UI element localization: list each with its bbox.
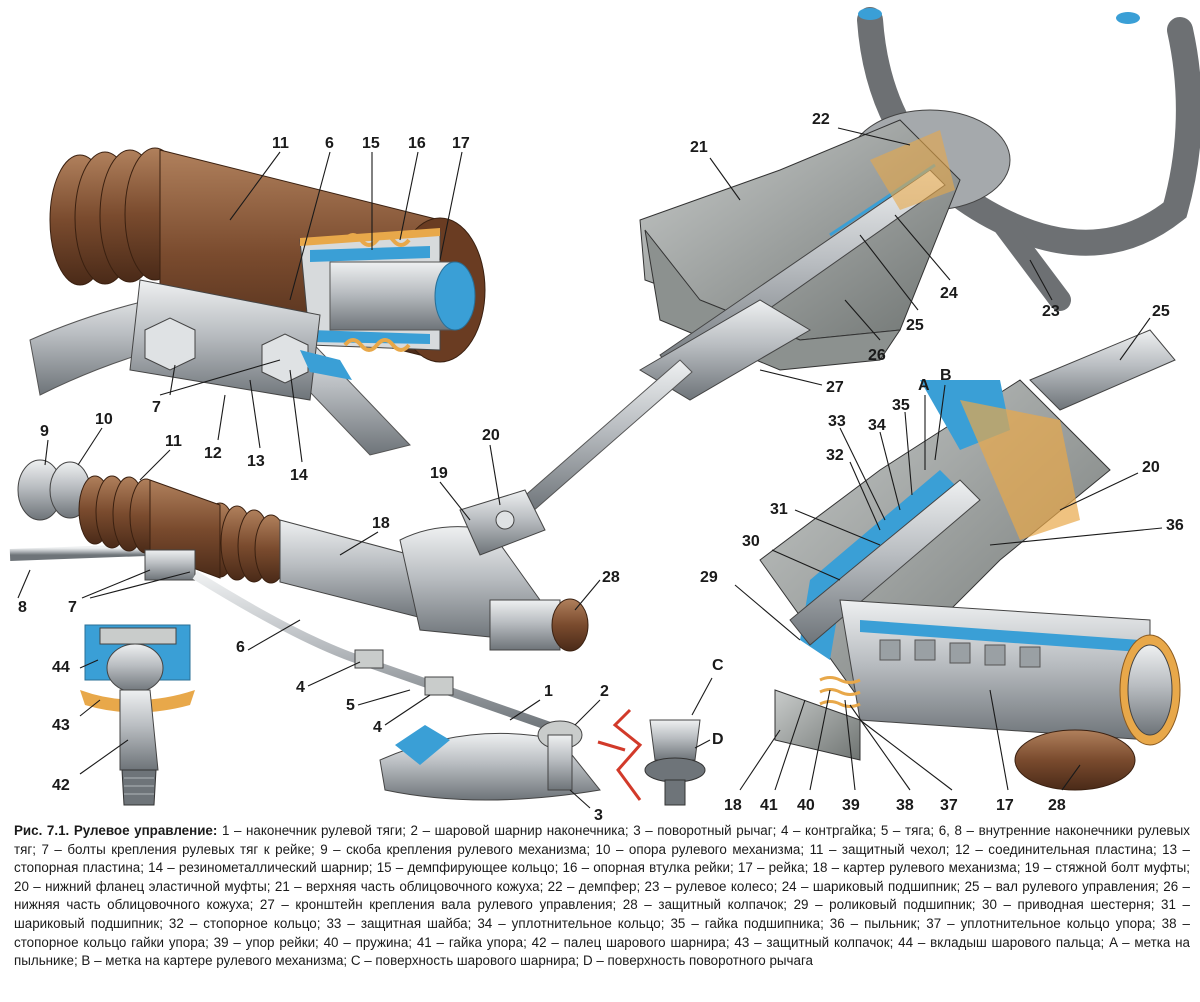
- ball-joint: [80, 624, 195, 806]
- label-29: 29: [700, 569, 718, 586]
- label-37: 37: [940, 797, 958, 814]
- pinion-cutaway: [759, 329, 1181, 791]
- label-18-right: 18: [724, 797, 742, 814]
- caption-text: 1 – наконечник рулевой тяги; 2 – шаровой…: [14, 823, 1190, 969]
- rack-assembly: [9, 459, 601, 801]
- label-3: 3: [594, 807, 603, 820]
- label-5: 5: [346, 697, 355, 714]
- label-22: 22: [812, 111, 830, 128]
- label-34: 34: [868, 417, 886, 434]
- bolt-head-left: [144, 317, 196, 371]
- label-18-main: 18: [372, 515, 390, 532]
- steering-column: [519, 7, 1200, 513]
- bolt-head-right: [261, 333, 309, 384]
- label-6-top: 6: [325, 135, 334, 152]
- caption-title: Рис. 7.1. Рулевое управление:: [14, 823, 218, 838]
- label-28-main: 28: [602, 569, 620, 586]
- label-41: 41: [760, 797, 778, 814]
- label-4-left: 4: [296, 679, 305, 696]
- label-26: 26: [868, 347, 886, 364]
- label-31: 31: [770, 501, 788, 518]
- label-24: 24: [940, 285, 958, 302]
- label-1: 1: [544, 683, 553, 700]
- labels: 11 6 15 16 17 7 12 13 14 21 22 23 24 25 …: [18, 111, 1184, 820]
- label-20-right: 20: [1142, 459, 1160, 476]
- label-14: 14: [290, 467, 308, 484]
- label-12: 12: [204, 445, 222, 462]
- label-36: 36: [1166, 517, 1184, 534]
- label-25-top: 25: [906, 317, 924, 334]
- label-15: 15: [362, 135, 380, 152]
- surface-mark-c-d: [597, 708, 706, 806]
- label-17-right: 17: [996, 797, 1014, 814]
- figure-caption: Рис. 7.1. Рулевое управление: 1 – наконе…: [14, 822, 1190, 971]
- label-19: 19: [430, 465, 448, 482]
- label-28-right: 28: [1048, 797, 1066, 814]
- label-32: 32: [826, 447, 844, 464]
- label-11-top: 11: [272, 135, 289, 152]
- label-40: 40: [797, 797, 815, 814]
- label-A: A: [918, 377, 930, 394]
- label-42: 42: [52, 777, 70, 794]
- label-23: 23: [1042, 303, 1060, 320]
- label-2: 2: [600, 683, 609, 700]
- label-39: 39: [842, 797, 860, 814]
- label-38: 38: [896, 797, 914, 814]
- label-D: D: [712, 731, 724, 748]
- label-43: 43: [52, 717, 70, 734]
- label-13: 13: [247, 453, 265, 470]
- label-10: 10: [95, 411, 113, 428]
- label-21: 21: [690, 139, 708, 156]
- label-35: 35: [892, 397, 910, 414]
- label-8: 8: [18, 599, 27, 616]
- steering-diagram: 11 6 15 16 17 7 12 13 14 21 22 23 24 25 …: [9, 7, 1200, 820]
- label-30: 30: [742, 533, 760, 550]
- label-7-main: 7: [68, 599, 77, 616]
- label-25-right: 25: [1152, 303, 1170, 320]
- leader-lines: [17, 127, 1163, 809]
- label-9: 9: [40, 423, 49, 440]
- label-11-main: 11: [165, 433, 182, 450]
- label-6-main: 6: [236, 639, 245, 656]
- label-7-top: 7: [152, 399, 161, 416]
- label-C: C: [712, 657, 724, 674]
- label-27: 27: [826, 379, 844, 396]
- rack-end-cutaway: [29, 147, 486, 456]
- label-4-right: 4: [373, 719, 382, 736]
- label-B: B: [940, 367, 952, 384]
- label-20-main: 20: [482, 427, 500, 444]
- label-17-top: 17: [452, 135, 470, 152]
- label-16: 16: [408, 135, 426, 152]
- label-33: 33: [828, 413, 846, 430]
- label-44: 44: [52, 659, 70, 676]
